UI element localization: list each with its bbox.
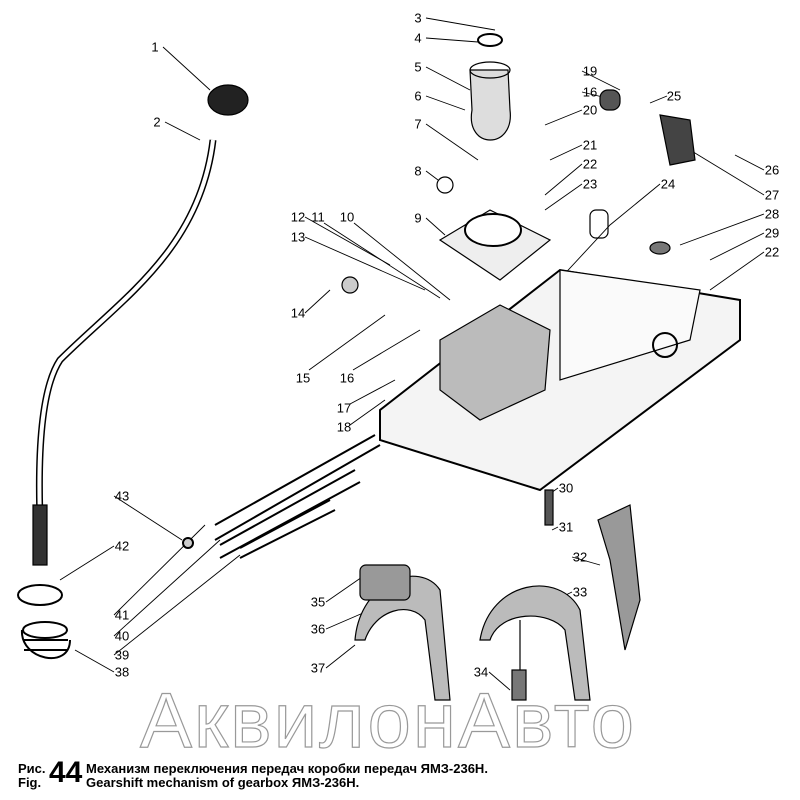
part-label: 22 bbox=[764, 244, 780, 260]
part-label: 8 bbox=[414, 163, 422, 179]
part-label: 41 bbox=[114, 607, 130, 623]
part-label: 4 bbox=[414, 30, 422, 46]
figure-number: 44 bbox=[49, 756, 83, 789]
part-label: 16 bbox=[582, 84, 598, 100]
part-label: 36 bbox=[310, 621, 326, 637]
part-label: 11 bbox=[311, 209, 325, 225]
part-label: 19 bbox=[582, 63, 598, 79]
part-label: 12 bbox=[290, 209, 306, 225]
part-label: 2 bbox=[153, 114, 161, 130]
part-label: 37 bbox=[310, 660, 326, 676]
part-label: 43 bbox=[114, 488, 130, 504]
part-label: 9 bbox=[414, 210, 422, 226]
gearbox-cover-housing bbox=[379, 89, 741, 492]
part-label: 3 bbox=[414, 10, 422, 26]
part-label: 33 bbox=[572, 584, 588, 600]
gear-lever bbox=[17, 84, 249, 659]
part-label: 6 bbox=[414, 88, 422, 104]
part-label: 31 bbox=[558, 519, 574, 535]
part-label: 24 bbox=[660, 176, 676, 192]
part-label: 42 bbox=[114, 538, 130, 554]
part-label: 21 bbox=[582, 137, 598, 153]
part-label: 5 bbox=[414, 59, 422, 75]
part-label: 16 bbox=[339, 370, 355, 386]
part-label: 18 bbox=[336, 419, 352, 435]
part-label: 23 bbox=[582, 176, 598, 192]
shift-forks bbox=[354, 489, 641, 701]
part-label: 39 bbox=[114, 647, 130, 663]
caption-title-en: Gearshift mechanism of gearbox ЯМЗ-236Н. bbox=[86, 775, 360, 790]
part-label: 28 bbox=[764, 206, 780, 222]
part-label: 15 bbox=[295, 370, 311, 386]
caption-prefix-ru: Рис. bbox=[18, 761, 46, 776]
part-label: 32 bbox=[572, 549, 588, 565]
caption-prefix-en: Fig. bbox=[18, 775, 42, 790]
part-label: 22 bbox=[582, 156, 598, 172]
watermark: АквилонАвто bbox=[139, 676, 636, 764]
part-label: 30 bbox=[558, 480, 574, 496]
part-label: 14 bbox=[290, 305, 306, 321]
part-label: 20 bbox=[582, 102, 598, 118]
part-label: 7 bbox=[414, 116, 422, 132]
part-label: 25 bbox=[666, 88, 682, 104]
part-label: 35 bbox=[310, 594, 326, 610]
shift-rods bbox=[182, 434, 381, 559]
part-label: 38 bbox=[114, 664, 130, 680]
part-label: 29 bbox=[764, 225, 780, 241]
boot-and-cover bbox=[341, 33, 552, 294]
caption-title-ru: Механизм переключения передач коробки пе… bbox=[86, 761, 488, 776]
part-label: 10 bbox=[339, 209, 355, 225]
part-label: 17 bbox=[336, 400, 352, 416]
part-label: 1 bbox=[151, 39, 159, 55]
part-label: 40 bbox=[114, 628, 130, 644]
part-label: 34 bbox=[473, 664, 489, 680]
part-label: 27 bbox=[764, 187, 780, 203]
part-label: 26 bbox=[764, 162, 780, 178]
part-label: 13 bbox=[290, 229, 306, 245]
